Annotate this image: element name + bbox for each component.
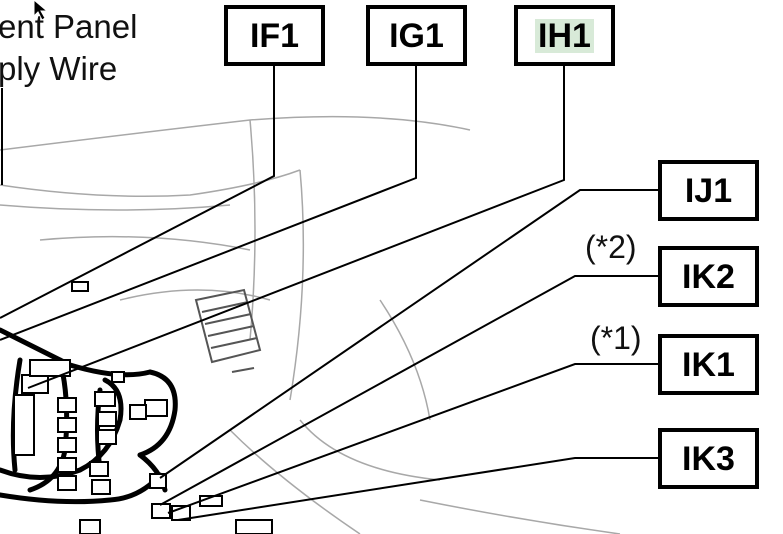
mouse-cursor-icon	[33, 0, 49, 21]
vent-grille	[194, 288, 262, 373]
connector-label-ik3: IK3	[658, 428, 759, 489]
leader-ij1	[159, 189, 660, 479]
harness-title-line-2: ply Wire	[0, 50, 118, 87]
connector-label-ih1: IH1	[514, 5, 615, 66]
connector-label-ik1-text: IK1	[682, 345, 735, 384]
connector-label-ik1: IK1	[658, 334, 759, 395]
connector-label-ih1-text: IH1	[535, 18, 594, 53]
leader-ik2	[159, 275, 660, 506]
note-ik2: (*2)	[585, 229, 637, 265]
leader-ik3	[177, 457, 660, 521]
connector-label-ik2-text: IK2	[682, 257, 735, 296]
connector-label-ik3-text: IK3	[682, 439, 735, 478]
leader-ik1	[167, 363, 660, 514]
connector-label-ij1-text: IJ1	[684, 171, 733, 210]
connector-label-if1-text: IF1	[249, 16, 300, 55]
connector-blocks	[13, 281, 273, 534]
connector-label-ij1: IJ1	[658, 160, 759, 221]
leader-ig1	[0, 62, 417, 341]
harness-title-line-1: ent Panel	[0, 8, 138, 45]
connector-label-ig1-text: IG1	[389, 16, 444, 55]
connector-label-if1: IF1	[224, 5, 325, 66]
connector-label-ik2: IK2	[658, 246, 759, 307]
connector-label-ig1: IG1	[366, 5, 467, 66]
leader-if1	[0, 62, 275, 319]
note-ik1: (*1)	[590, 320, 642, 356]
leader-ih1	[27, 62, 565, 389]
leader-lines	[0, 62, 660, 521]
